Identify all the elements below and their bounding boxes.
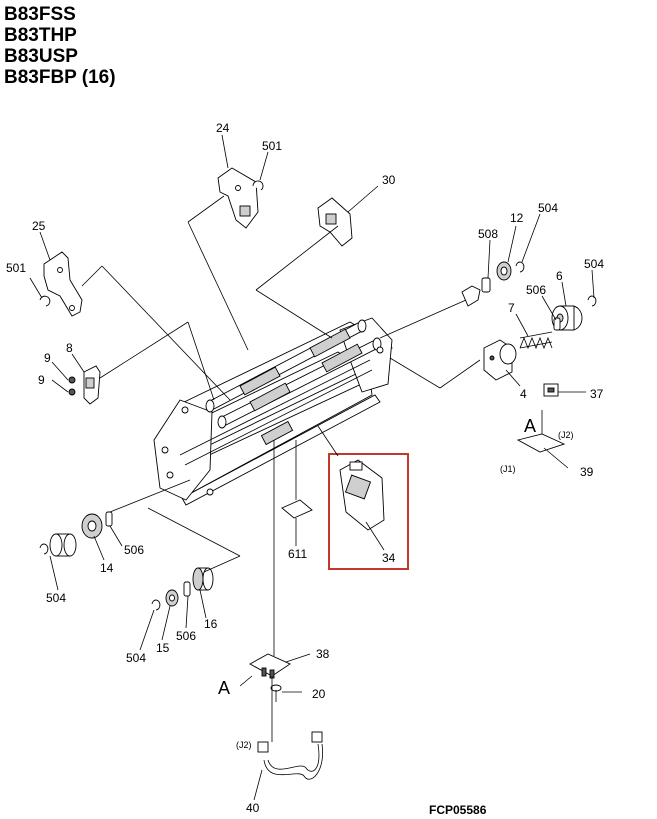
clutch-4 <box>483 339 517 381</box>
callout: 34 <box>382 551 396 565</box>
callout: 504 <box>538 201 558 215</box>
gear-16 <box>192 567 214 591</box>
callout: 12 <box>510 211 524 225</box>
model-name: B83FSS <box>4 4 76 25</box>
pin-506 <box>183 581 191 597</box>
model-name: B83USP <box>4 46 78 67</box>
callout: 8 <box>66 341 73 355</box>
screw-20 <box>270 684 282 702</box>
callout: (J2) <box>236 740 252 750</box>
model-list: B83FSS B83THP B83USP B83FBP (16) <box>4 4 116 88</box>
pin-506 <box>105 511 113 527</box>
bearing-504 <box>49 533 77 557</box>
callout: A <box>524 416 536 436</box>
callout: 508 <box>478 227 498 241</box>
bracket-24 <box>217 167 259 229</box>
gear-12 <box>496 261 512 281</box>
callout: 16 <box>204 617 218 631</box>
leader-lines <box>29 134 595 801</box>
callout: 39 <box>580 465 594 479</box>
pin-506 <box>553 317 561 331</box>
callout: 504 <box>46 591 66 605</box>
sensor-assembly-34 <box>339 459 385 531</box>
callout: 501 <box>262 139 282 153</box>
callout: 20 <box>312 687 326 701</box>
callout: 6 <box>556 269 563 283</box>
callout: 24 <box>216 121 230 135</box>
collar <box>461 285 481 307</box>
callout: 9 <box>44 351 51 365</box>
gear-14 <box>81 513 103 539</box>
callout: 15 <box>156 641 170 655</box>
model-name: B83FBP (16) <box>4 67 116 88</box>
callout: 504 <box>126 651 146 665</box>
callout: 25 <box>32 219 46 233</box>
callout: 7 <box>508 301 515 315</box>
roller-shaft <box>205 319 367 413</box>
bracket-30 <box>317 197 353 247</box>
spring-7 <box>519 331 553 350</box>
callout: A <box>218 678 230 698</box>
harness-39 <box>516 410 566 453</box>
callout-labels: 24 501 30 25 501 508 12 504 6 504 506 7 … <box>6 121 604 815</box>
model-name: B83THP <box>4 25 77 46</box>
callout: 611 <box>288 547 307 561</box>
callout: 9 <box>38 373 45 387</box>
board-38 <box>249 653 291 679</box>
callout: 506 <box>526 283 546 297</box>
callout: (J1) <box>500 464 516 474</box>
callout: 4 <box>520 387 527 401</box>
figure-code: FCP05586 <box>429 803 487 817</box>
callout: 14 <box>100 561 114 575</box>
pin-508 <box>481 277 491 293</box>
gear-15 <box>165 589 179 607</box>
harness-40 <box>257 731 324 780</box>
callout: 40 <box>246 801 260 815</box>
callout: 506 <box>176 629 196 643</box>
sensor-37 <box>543 383 559 397</box>
callout: 506 <box>124 543 144 557</box>
callout: 37 <box>590 387 604 401</box>
bearing-6 <box>551 305 583 331</box>
bracket-25 <box>43 251 83 317</box>
callout: 38 <box>316 647 330 661</box>
roller-shaft <box>217 337 382 429</box>
main-frame-assembly <box>153 317 393 506</box>
callout: (J2) <box>558 430 574 440</box>
callout: 504 <box>584 257 604 271</box>
callout: 501 <box>6 261 26 275</box>
bracket-8 <box>83 365 101 405</box>
callout: 30 <box>382 173 396 187</box>
sheet-611 <box>281 499 313 519</box>
highlight-box <box>328 453 409 570</box>
